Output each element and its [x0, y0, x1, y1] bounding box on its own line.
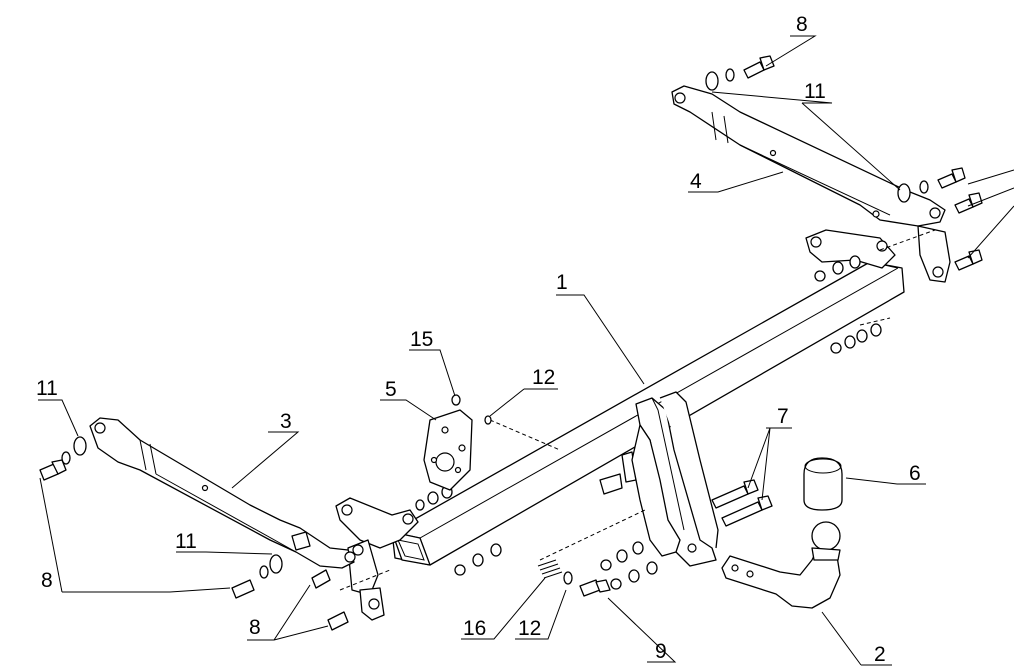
- socket-plate: [423, 394, 492, 491]
- bolt-left: [39, 436, 87, 481]
- callout-5: 5: [385, 378, 397, 401]
- assembly-line: [339, 569, 391, 591]
- assembly-line: [489, 419, 561, 451]
- bolt-top: [705, 55, 775, 91]
- callout-7: 7: [777, 405, 789, 428]
- nuts-washers: [415, 255, 882, 590]
- assembly-line: [879, 229, 936, 251]
- assembly-line: [539, 509, 646, 561]
- callout-16: 16: [463, 617, 486, 640]
- callout-15: 15: [410, 328, 433, 351]
- callout-6: 6: [909, 462, 921, 485]
- callout-8-bottom: 8: [249, 616, 261, 639]
- left-side-arm: [89, 417, 356, 569]
- bolts-right: [897, 167, 983, 271]
- callout-9: 9: [655, 640, 667, 663]
- tow-bracket: [631, 391, 719, 567]
- callout-11-mid: 11: [175, 530, 197, 553]
- towball-neck: [721, 521, 841, 609]
- callout-3: 3: [280, 410, 292, 433]
- bolts-tow: [711, 479, 773, 527]
- leader-lines: [38, 35, 1014, 666]
- towball-cap: [803, 457, 843, 511]
- bolts-lower: [231, 554, 349, 631]
- assembly-line: [859, 317, 891, 326]
- callout-11-left: 11: [36, 377, 58, 400]
- callout-11-top: 11: [804, 80, 826, 103]
- callout-12-top: 12: [532, 366, 555, 389]
- callout-2: 2: [874, 643, 886, 666]
- callout-4: 4: [690, 170, 702, 193]
- callout-8-left: 8: [41, 569, 53, 592]
- spring-washer-bolt: [537, 559, 611, 597]
- callout-12-bottom: 12: [518, 617, 541, 640]
- callout-8-top: 8: [796, 13, 808, 36]
- right-side-arm: [671, 85, 951, 283]
- callout-1: 1: [556, 271, 568, 294]
